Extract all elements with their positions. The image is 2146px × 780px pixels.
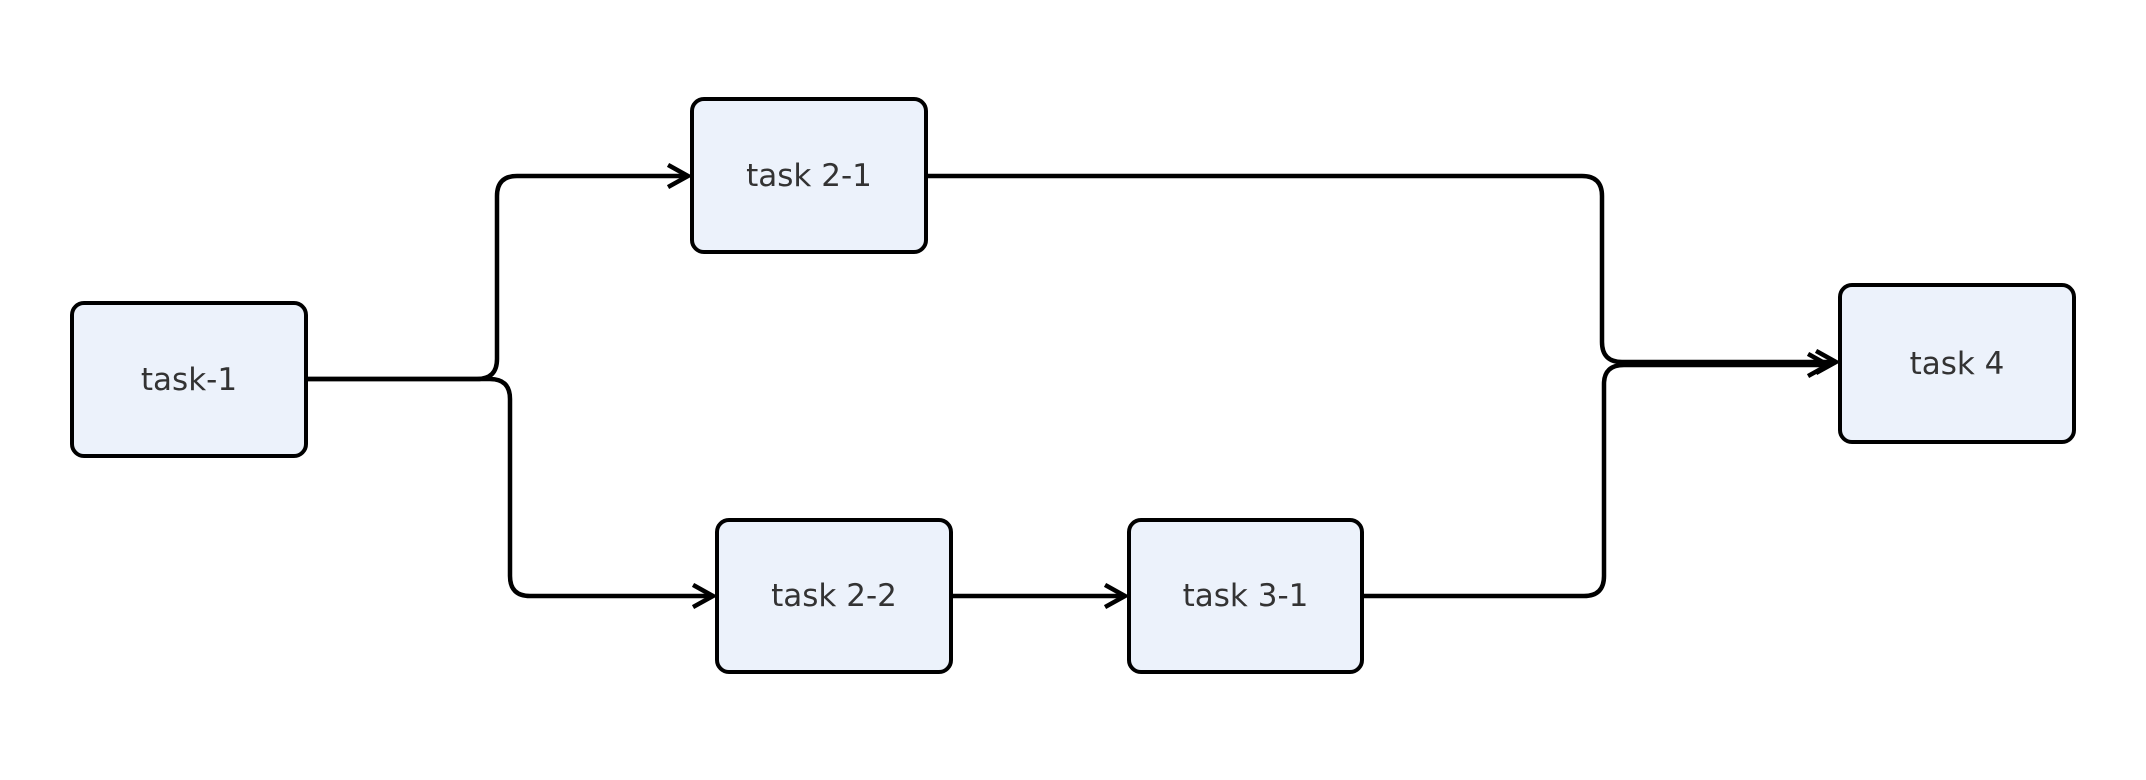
node-task-3-1: task 3-1 [1127, 518, 1364, 674]
edge-task-1-to-task-2-1 [308, 162, 693, 382]
node-task-1-label: task-1 [140, 361, 238, 398]
node-task-2-2-label: task 2-2 [771, 578, 897, 614]
node-task-2-1-label: task 2-1 [746, 157, 872, 194]
node-task-2-1: task 2-1 [690, 97, 928, 254]
node-task-4-label: task 4 [1909, 345, 2005, 382]
node-task-3-1-label: task 3-1 [1182, 578, 1309, 614]
node-task-4: task 4 [1838, 283, 2076, 444]
node-task-2-2: task 2-2 [715, 518, 953, 674]
edge-task-2-1-to-task-4 [928, 173, 1841, 376]
edge-task-3-1-to-task-4 [1364, 351, 1833, 599]
node-task-1: task-1 [70, 301, 308, 458]
edge-task-1-to-task-2-2 [308, 376, 718, 610]
